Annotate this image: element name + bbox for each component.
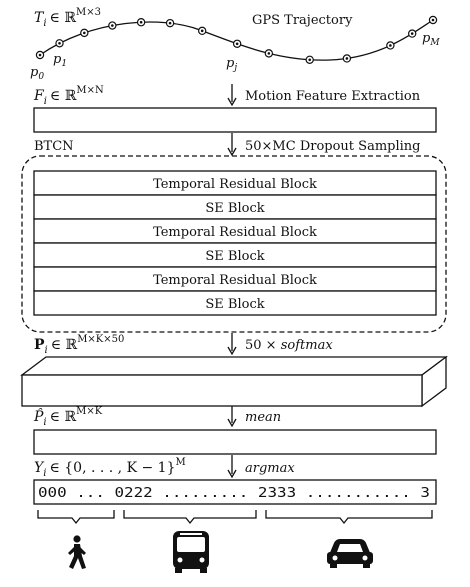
- mean-notation: P̂i∈ ℝM×K: [33, 406, 103, 428]
- tensor-front-face: [21, 374, 423, 407]
- trajectory-point-core-13: [431, 18, 435, 22]
- step-softmax: 50 × softmax: [245, 338, 333, 353]
- trajectory-notation: Ti∈ ℝM×3: [34, 7, 101, 29]
- temporal-residual-block-3: [33, 266, 437, 292]
- temporal-residual-block-2: [33, 218, 437, 244]
- btcn-label: BTCN: [34, 139, 74, 154]
- trajectory-point-core-9: [308, 58, 312, 62]
- label-sequence-box: [33, 479, 437, 505]
- trajectory-point-core-4: [139, 20, 143, 24]
- step-mc-dropout-sampling: 50×MC Dropout Sampling: [245, 139, 420, 154]
- label-sequence-text: 000 ... 0222 ......... 2333 ........... …: [38, 486, 430, 501]
- point-label-pj: pj: [226, 56, 237, 73]
- mean-tensor-box: [33, 429, 437, 455]
- bus-icon: [173, 531, 209, 573]
- brace-bus: [123, 510, 257, 525]
- trajectory-point-core-6: [200, 29, 204, 33]
- trajectory-points: [35, 15, 438, 64]
- trajectory-point-core-5: [168, 21, 172, 25]
- features-notation: Fi∈ ℝM×N: [33, 85, 104, 107]
- brace-car: [265, 510, 433, 525]
- btcn-dashed-container: [21, 155, 447, 333]
- walking-person-icon: [68, 535, 86, 569]
- probability-tensor-3d: [20, 355, 448, 408]
- feature-tensor-box: [33, 107, 437, 133]
- point-label-pm: pM: [422, 31, 440, 48]
- trajectory-point-core-8: [267, 52, 271, 55]
- arrow-head-btcn: [227, 147, 237, 157]
- trajectory-point-core-12: [410, 32, 414, 35]
- trajectory-title: GPS Trajectory: [252, 13, 353, 28]
- se-block-3-label: SE Block: [205, 297, 264, 312]
- temporal-residual-block-2-label: Temporal Residual Block: [153, 225, 317, 240]
- arrow-head-mean: [227, 418, 237, 428]
- trajectory-point-core-1: [58, 41, 61, 45]
- step-mean: mean: [245, 410, 281, 425]
- step-argmax: argmax: [245, 461, 295, 476]
- btcn-block-stack: Temporal Residual Block SE Block Tempora…: [33, 170, 437, 316]
- se-block-3: [33, 290, 437, 316]
- arrow-head-labels: [227, 469, 237, 479]
- trajectory-point-core-7: [235, 42, 239, 46]
- trajectory-point-core-10: [345, 57, 349, 60]
- step-motion-feature-extraction: Motion Feature Extraction: [245, 89, 421, 104]
- temporal-residual-block-3-label: Temporal Residual Block: [153, 273, 317, 288]
- se-block-2-label: SE Block: [205, 249, 264, 264]
- point-label-p1: p1: [53, 52, 67, 69]
- labels-notation: Yi∈ {0, . . . , K − 1}M: [34, 457, 186, 479]
- point-label-p0: p0: [30, 65, 44, 82]
- probabilities-notation: Pi∈ ℝM×K×50: [34, 334, 124, 356]
- trajectory-point-core-2: [83, 31, 86, 35]
- tensor-top-face: [20, 356, 448, 376]
- trajectory-point-core-11: [389, 44, 392, 47]
- temporal-residual-block-1: [33, 170, 437, 196]
- arrow-head-features: [227, 97, 237, 107]
- brace-walk: [37, 510, 115, 525]
- trajectory-point-core-3: [111, 24, 114, 27]
- trajectory-point-core-0: [38, 53, 42, 57]
- arrow-head-probabilities: [227, 346, 237, 356]
- temporal-residual-block-1-label: Temporal Residual Block: [153, 177, 317, 192]
- se-block-1-label: SE Block: [205, 201, 264, 216]
- car-icon: [327, 539, 373, 568]
